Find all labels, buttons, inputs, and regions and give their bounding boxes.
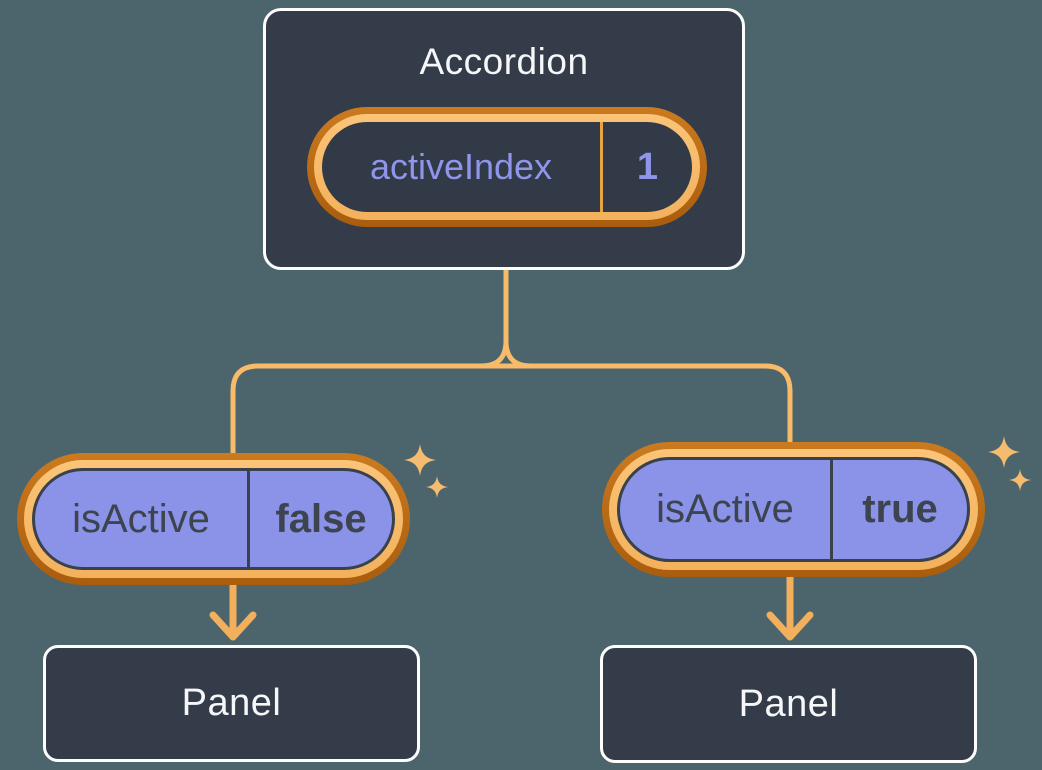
prop-pill-ring: isActive true [609, 449, 978, 570]
prop-pill-body: isActive false [32, 468, 395, 570]
prop-pill-body: isActive true [617, 457, 970, 562]
panel-label: Panel [738, 682, 839, 725]
prop-pill-left: isActive false [17, 453, 410, 585]
prop-value: true [830, 460, 967, 559]
state-pill-ring: activeIndex 1 [314, 114, 700, 220]
sparkle-icon [988, 436, 1020, 468]
panel-node-right: Panel [600, 645, 977, 763]
branch-connector [230, 363, 793, 458]
prop-pill-right: isActive true [602, 442, 985, 577]
sparkle-icon [1009, 469, 1031, 491]
right-arrow-head [766, 611, 814, 641]
sparkle-icon [426, 476, 448, 498]
trunk-connector [480, 270, 532, 369]
state-name: activeIndex [369, 146, 553, 187]
state-value: 1 [600, 122, 692, 212]
sparkle-icon [404, 444, 436, 476]
prop-value: false [247, 471, 392, 567]
accordion-title: Accordion [419, 41, 589, 82]
left-arrow-head [209, 611, 257, 641]
prop-name: isActive [72, 496, 210, 541]
prop-pill-ring: isActive false [24, 460, 403, 578]
panel-label: Panel [181, 682, 282, 724]
state-pill-body: activeIndex 1 [322, 122, 692, 212]
state-pill: activeIndex 1 [307, 107, 707, 227]
prop-name: isActive [656, 487, 794, 531]
panel-node-left: Panel [43, 645, 420, 762]
